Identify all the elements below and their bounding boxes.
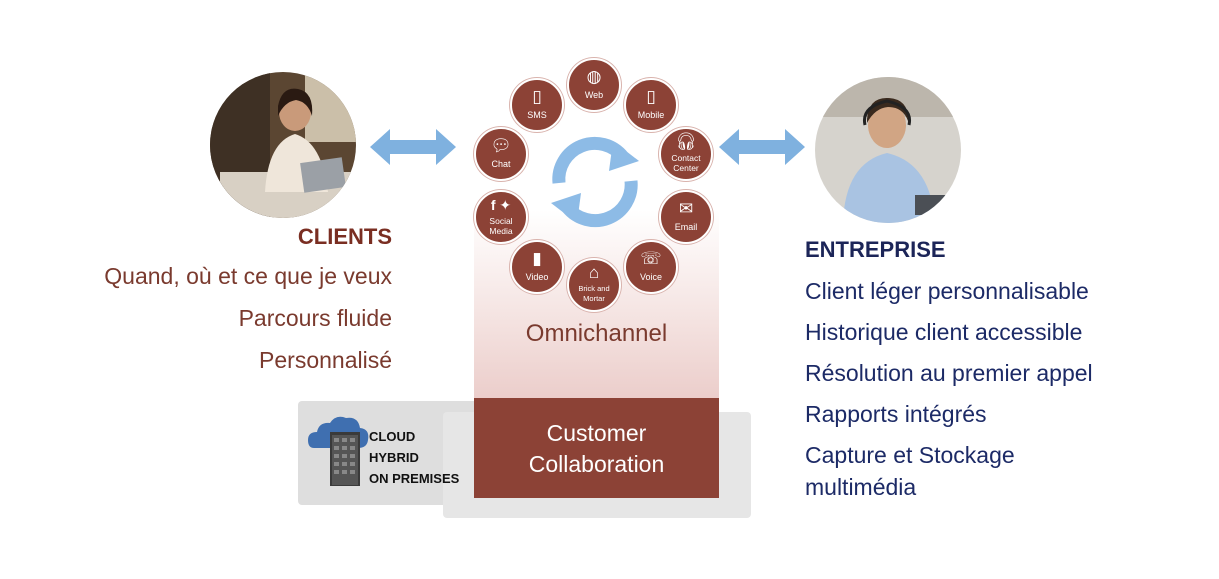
- enterprise-benefit: multimédia: [805, 474, 917, 500]
- channel-label: Mobile: [637, 110, 665, 120]
- channel-label: Chat: [491, 159, 511, 169]
- headset-icon: 🎧︎: [675, 132, 697, 151]
- channel-web: ◍ Web: [567, 58, 621, 112]
- client-photo: [210, 72, 356, 218]
- cloud-building-icon: [308, 416, 369, 486]
- customer-collaboration-box: [474, 398, 719, 498]
- client-benefit: Personnalisé: [259, 347, 392, 373]
- storefront-icon: ⌂: [588, 263, 600, 282]
- deployment-option: ON PREMISES: [369, 471, 460, 486]
- enterprise-benefit: Résolution au premier appel: [805, 360, 1093, 386]
- channel-voice: ☏ Voice: [624, 240, 678, 294]
- deployment-options: CLOUD HYBRID ON PREMISES: [369, 426, 459, 489]
- channel-chat: 💬︎ Chat: [474, 127, 528, 181]
- enterprise-benefit: Historique client accessible: [805, 319, 1083, 345]
- deployment-option: HYBRID: [369, 450, 419, 465]
- client-benefit: Parcours fluide: [238, 305, 392, 331]
- mobile-phone-icon: ▯: [646, 87, 656, 106]
- clients-title: CLIENTS: [297, 224, 392, 249]
- enterprise-benefit: Rapports intégrés: [805, 401, 987, 427]
- email-icon: ✉: [678, 199, 694, 218]
- channel-label: Web: [584, 90, 604, 100]
- channel-label: Video: [525, 272, 549, 282]
- customer-collaboration-label: Customer Collaboration: [474, 418, 719, 480]
- sync-cycle-icon: [551, 136, 639, 228]
- enterprise-benefit: Capture et Stockage: [805, 442, 1015, 468]
- channel-label: Email: [674, 222, 698, 232]
- social-media-icon: f ✦: [490, 197, 512, 213]
- channel-email: ✉ Email: [659, 190, 713, 244]
- collab-line: Collaboration: [528, 451, 665, 477]
- chat-bubble-icon: 💬︎: [490, 136, 512, 155]
- omnichannel-label: Omnichannel: [525, 320, 668, 347]
- channel-label: Voice: [639, 272, 663, 282]
- globe-icon: ◍: [586, 67, 602, 86]
- channel-label: SMS: [527, 110, 547, 120]
- enterprise-benefit: Client léger personnalisable: [805, 278, 1089, 304]
- sms-phone-icon: ▯: [532, 87, 542, 106]
- video-camera-icon: ▮: [532, 249, 542, 268]
- agent-photo: [815, 77, 961, 223]
- enterprise-title: ENTREPRISE: [805, 237, 946, 262]
- collab-line: Customer: [546, 420, 647, 446]
- channel-sms: ▯ SMS: [510, 78, 564, 132]
- clients-double-arrow: [370, 129, 456, 165]
- phone-icon: ☏: [640, 249, 662, 268]
- client-benefit: Quand, où et ce que je veux: [104, 263, 392, 289]
- enterprise-double-arrow: [719, 129, 805, 165]
- deployment-option: CLOUD: [369, 429, 416, 444]
- channel-video: ▮ Video: [510, 240, 564, 294]
- channel-mobile: ▯ Mobile: [624, 78, 678, 132]
